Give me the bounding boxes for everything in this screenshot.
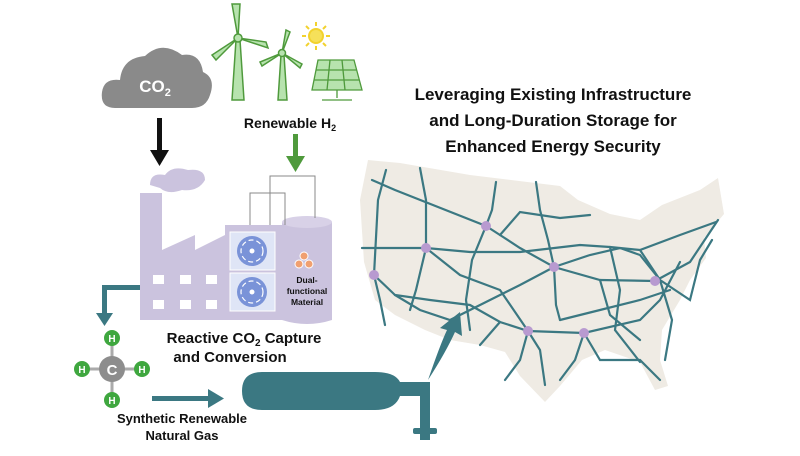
material-line-3: Material <box>291 297 323 307</box>
hydrogen-atom: H <box>108 396 115 407</box>
pipeline-network <box>360 166 720 387</box>
title-line-1: Leveraging Existing Infrastructure <box>415 85 692 104</box>
wind-turbine-icon <box>210 3 303 101</box>
curved-arrow-icon <box>428 312 462 380</box>
us-map <box>360 160 724 402</box>
sng-line-1: Synthetic Renewable <box>117 411 247 426</box>
svg-text:CO2: CO2 <box>139 77 171 99</box>
co2-cloud-icon: CO2 <box>101 47 212 108</box>
title-line-3: Enhanced Energy Security <box>445 137 661 156</box>
storage-node <box>549 262 559 272</box>
methane-molecule-icon: C H H H H <box>74 330 150 408</box>
carbon-atom: C <box>107 362 118 379</box>
material-line-1: Dual- <box>296 275 317 285</box>
fan-icon <box>229 231 276 271</box>
sng-line-2: Natural Gas <box>146 428 219 443</box>
solar-panel-icon <box>311 59 363 101</box>
storage-tank-icon <box>242 372 437 440</box>
storage-node <box>579 328 589 338</box>
arrow-down-icon <box>150 118 169 166</box>
arrow-down-icon <box>96 285 140 326</box>
fan-icon <box>229 272 276 312</box>
capture-line-1: Reactive CO2 Capture <box>167 330 322 349</box>
hydrogen-atom: H <box>108 334 115 345</box>
co2-subscript: 2 <box>165 87 171 99</box>
arrow-down-icon <box>286 134 305 172</box>
capture-line-2: and Conversion <box>173 349 286 366</box>
storage-node <box>421 243 431 253</box>
arrow-right-icon <box>152 389 224 408</box>
co2-label: CO <box>139 77 165 96</box>
hydrogen-atom: H <box>78 365 85 376</box>
sun-icon <box>302 22 330 50</box>
material-line-2: functional <box>287 286 328 296</box>
storage-node <box>523 326 533 336</box>
particles-icon <box>294 251 314 269</box>
storage-node <box>481 221 491 231</box>
title-line-2: and Long-Duration Storage for <box>429 111 677 130</box>
hydrogen-atom: H <box>138 365 145 376</box>
storage-node <box>650 276 660 286</box>
pipes-icon <box>249 175 316 225</box>
renewable-h2-label: Renewable H2 <box>244 115 336 133</box>
storage-node <box>369 270 379 280</box>
storage-nodes <box>369 221 660 338</box>
